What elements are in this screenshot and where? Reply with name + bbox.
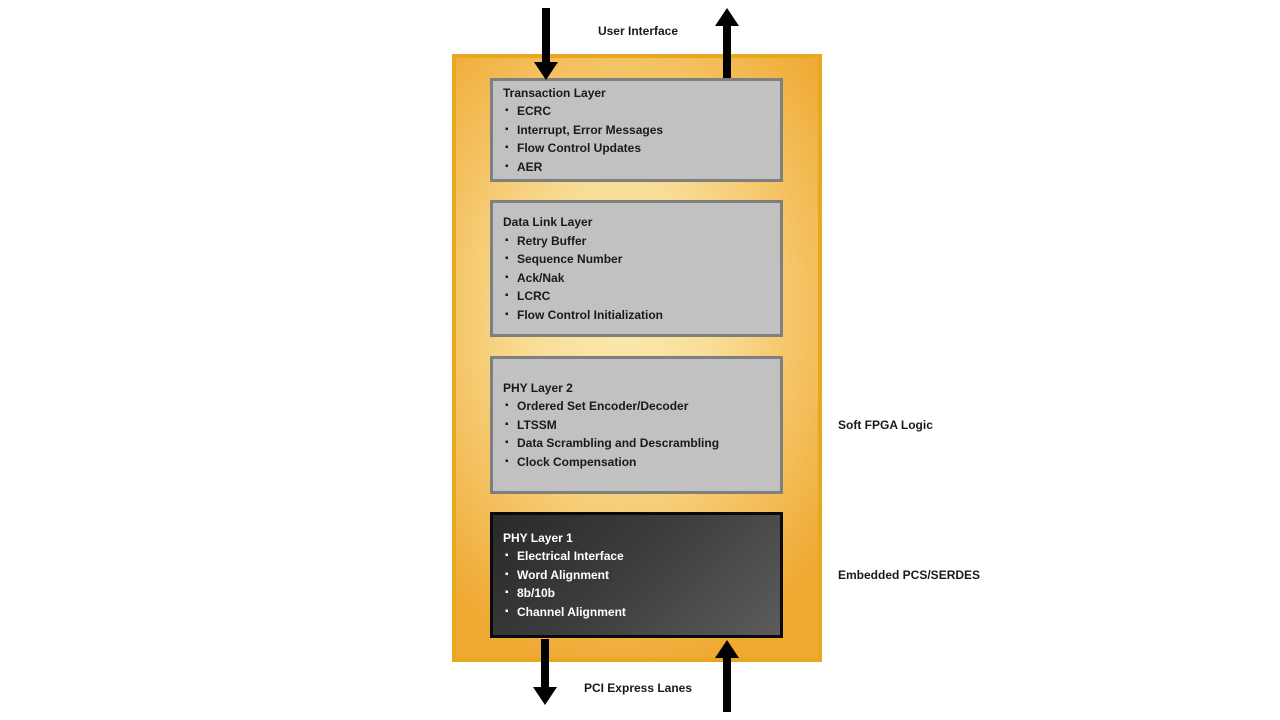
user-interface-label: User Interface xyxy=(597,24,679,38)
arrow-down-user-interface-icon xyxy=(534,8,558,80)
arrow-down-pci-lanes-icon xyxy=(533,639,557,705)
feature-item: Data Scrambling and Descrambling xyxy=(503,434,770,453)
block-title: PHY Layer 1 xyxy=(503,530,573,545)
arrow-shaft xyxy=(723,26,731,78)
feature-item: Ordered Set Encoder/Decoder xyxy=(503,397,770,416)
block-title: Data Link Layer xyxy=(503,215,593,229)
feature-item: ECRC xyxy=(503,102,770,121)
arrow-head xyxy=(715,640,739,658)
block-data-link-layer: Data Link Layer Retry Buffer Sequence Nu… xyxy=(490,200,783,337)
arrow-head xyxy=(534,62,558,80)
block-feature-list: ECRC Interrupt, Error Messages Flow Cont… xyxy=(503,102,770,176)
feature-item: LCRC xyxy=(503,287,770,306)
arrow-shaft xyxy=(542,8,550,62)
feature-item: Interrupt, Error Messages xyxy=(503,121,770,140)
feature-item: LTSSM xyxy=(503,416,770,435)
block-feature-list: Electrical Interface Word Alignment 8b/1… xyxy=(503,547,770,621)
arrow-up-user-interface-icon xyxy=(715,8,739,78)
feature-item: Ack/Nak xyxy=(503,269,770,288)
block-feature-list: Ordered Set Encoder/Decoder LTSSM Data S… xyxy=(503,397,770,471)
feature-item: Flow Control Updates xyxy=(503,139,770,158)
soft-fpga-logic-label: Soft FPGA Logic xyxy=(838,418,933,432)
feature-item: Channel Alignment xyxy=(503,603,770,622)
arrow-head xyxy=(715,8,739,26)
feature-item: Flow Control Initialization xyxy=(503,306,770,325)
arrow-shaft xyxy=(541,639,549,687)
arrow-shaft xyxy=(723,658,731,712)
feature-item: Electrical Interface xyxy=(503,547,770,566)
arrow-up-pci-lanes-icon xyxy=(715,640,739,712)
block-feature-list: Retry Buffer Sequence Number Ack/Nak LCR… xyxy=(503,232,770,325)
block-title: PHY Layer 2 xyxy=(503,380,573,395)
feature-item: 8b/10b xyxy=(503,584,770,603)
block-title: Transaction Layer xyxy=(503,85,606,100)
feature-item: Clock Compensation xyxy=(503,453,770,472)
block-phy-layer-1: PHY Layer 1 Electrical Interface Word Al… xyxy=(490,512,783,638)
pci-express-lanes-label: PCI Express Lanes xyxy=(583,681,693,695)
feature-item: Retry Buffer xyxy=(503,232,770,251)
embedded-pcs-serdes-label: Embedded PCS/SERDES xyxy=(838,568,981,582)
block-phy-layer-2: PHY Layer 2 Ordered Set Encoder/Decoder … xyxy=(490,356,783,494)
feature-item: Word Alignment xyxy=(503,566,770,585)
arrow-head xyxy=(533,687,557,705)
feature-item: AER xyxy=(503,158,770,177)
block-transaction-layer: Transaction Layer ECRC Interrupt, Error … xyxy=(490,78,783,182)
feature-item: Sequence Number xyxy=(503,250,770,269)
